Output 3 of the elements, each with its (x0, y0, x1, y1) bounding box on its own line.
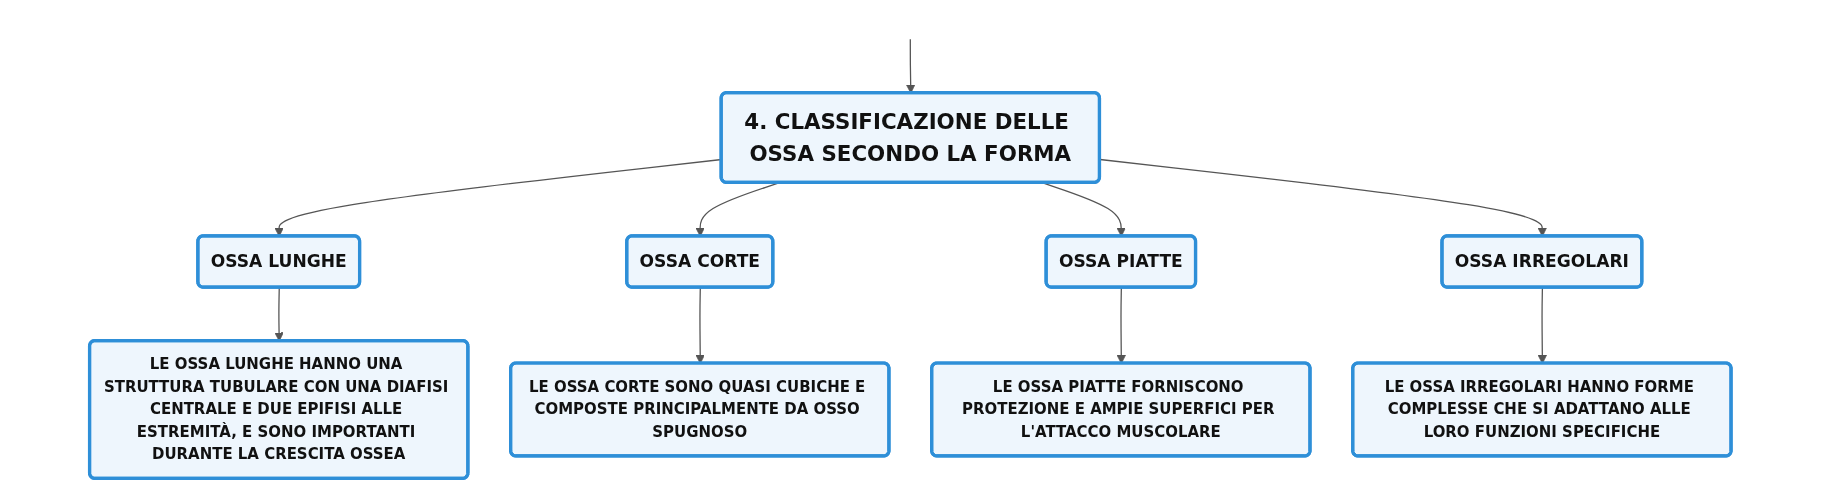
arrow (695, 287, 706, 364)
arrow (1116, 287, 1127, 364)
arrow (1537, 287, 1548, 364)
